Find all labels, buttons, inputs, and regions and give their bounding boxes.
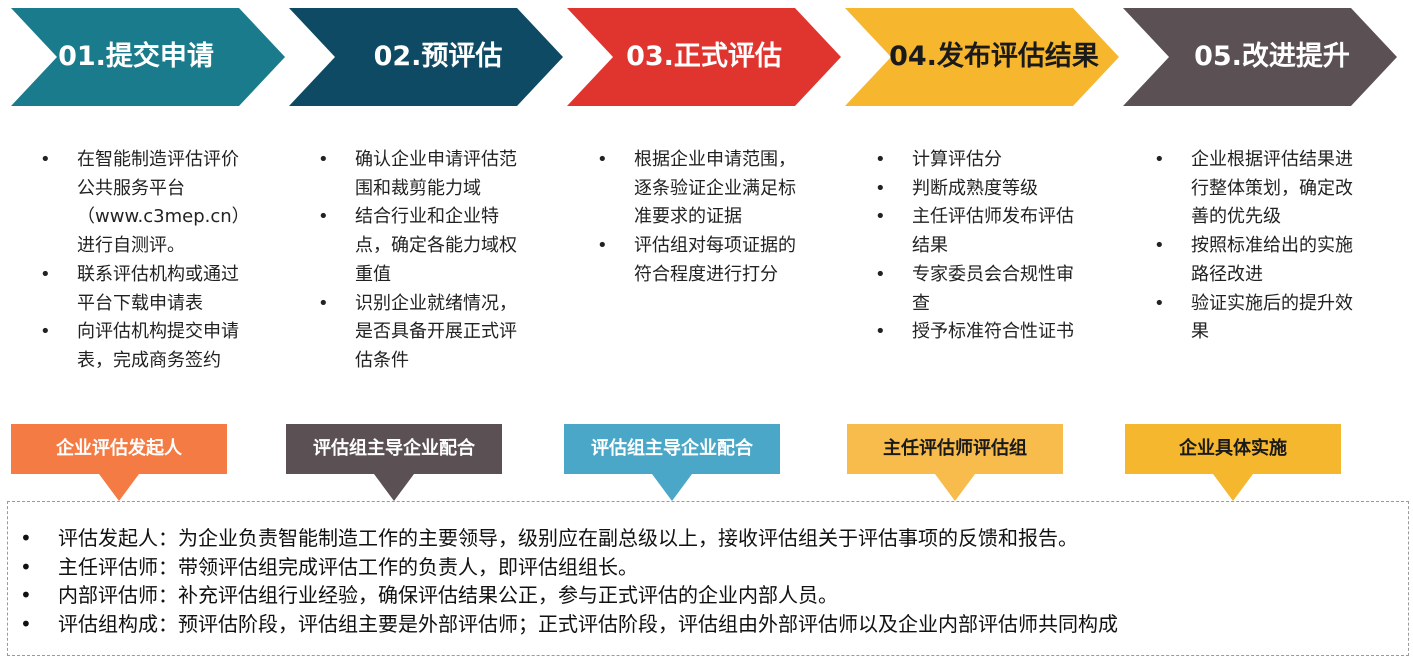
bullet-icon: •	[875, 206, 886, 228]
step-5-details: •企业根据评估结果进行整体策划，确定改善的优先级 •按照标准给出的实施路径改进 …	[1154, 146, 1359, 347]
bullet-icon: •	[875, 321, 886, 343]
list-item: •计算评估分	[875, 146, 1080, 175]
step-3-role-label: 评估组主导企业配合	[564, 424, 780, 474]
arrow-down-icon	[652, 474, 692, 501]
step-1-chevron: 01.提交申请	[11, 8, 285, 106]
bullet-icon: •	[40, 149, 51, 170]
list-item: •验证实施后的提升效果	[1154, 290, 1359, 347]
step-2-chevron: 02.预评估	[289, 8, 563, 106]
step-4-chevron-shape	[845, 8, 1119, 106]
list-item: •内部评估师：补充评估组行业经验，确保评估结果公正，参与正式评估的企业内部人员。	[20, 581, 1398, 610]
arrow-down-icon	[1213, 474, 1253, 501]
bullet-icon: •	[875, 263, 886, 285]
bullet-icon: •	[1154, 235, 1165, 257]
step-4-details: •计算评估分 •判断成熟度等级 •主任评估师发布评估结果 •专家委员会合规性审查…	[875, 146, 1080, 347]
step-4-role: 主任评估师评估组	[847, 424, 1063, 501]
step-3-details: •根据企业申请范围，逐条验证企业满足标准要求的证据 •评估组对每项证据的符合程度…	[597, 146, 802, 290]
arrow-down-icon	[99, 474, 139, 501]
bullet-icon: •	[40, 321, 51, 343]
list-item: •企业根据评估结果进行整体策划，确定改善的优先级	[1154, 146, 1359, 232]
step-1-title: 01.提交申请	[58, 41, 214, 72]
bullet-icon: •	[597, 149, 608, 170]
list-item: •结合行业和企业特点，确定各能力域权重值	[318, 203, 523, 289]
bullet-icon: •	[1154, 149, 1165, 170]
list-item: •评估发起人：为企业负责智能制造工作的主要领导，级别应在副总级以上，接收评估组关…	[20, 524, 1398, 553]
list-item: •联系评估机构或通过平台下载申请表	[40, 261, 245, 318]
list-item: •确认企业申请评估范围和裁剪能力域	[318, 146, 523, 203]
list-item: •评估组对每项证据的符合程度进行打分	[597, 232, 802, 289]
list-item: •专家委员会合规性审查	[875, 261, 1080, 318]
step-2-chevron-shape	[289, 8, 563, 106]
step-5-chevron-shape	[1123, 8, 1397, 106]
step-4-title: 04.发布评估结果	[889, 41, 1099, 72]
arrow-down-icon	[374, 474, 414, 501]
bullet-icon: •	[875, 177, 886, 199]
step-5-role: 企业具体实施	[1125, 424, 1341, 501]
bullet-icon: •	[1154, 292, 1165, 314]
list-item: •授予标准符合性证书	[875, 318, 1080, 347]
step-2-role: 评估组主导企业配合	[286, 424, 502, 501]
bullet-icon: •	[318, 149, 329, 170]
bullet-icon: •	[20, 526, 32, 550]
bullet-icon: •	[20, 554, 32, 579]
bullet-icon: •	[318, 292, 329, 314]
step-3-chevron-shape	[567, 8, 841, 106]
bullet-icon: •	[40, 263, 51, 285]
step-1-role-label: 企业评估发起人	[11, 424, 227, 474]
bullet-icon: •	[875, 149, 886, 170]
bullet-icon: •	[20, 611, 32, 636]
step-3-title: 03.正式评估	[626, 41, 782, 72]
step-4-chevron: 04.发布评估结果	[845, 8, 1119, 106]
step-2-title: 02.预评估	[373, 41, 503, 72]
step-3-role: 评估组主导企业配合	[564, 424, 780, 501]
step-4-role-label: 主任评估师评估组	[847, 424, 1063, 474]
role-definitions-box: •评估发起人：为企业负责智能制造工作的主要领导，级别应在副总级以上，接收评估组关…	[7, 501, 1409, 656]
arrow-down-icon	[935, 474, 975, 501]
list-item: •识别企业就绪情况，是否具备开展正式评估条件	[318, 290, 523, 376]
bullet-icon: •	[20, 583, 32, 607]
list-item: •主任评估师发布评估结果	[875, 203, 1080, 260]
step-1-role: 企业评估发起人	[11, 424, 227, 501]
list-item: •根据企业申请范围，逐条验证企业满足标准要求的证据	[597, 146, 802, 232]
list-item: •判断成熟度等级	[875, 175, 1080, 204]
bullet-icon: •	[318, 206, 329, 228]
step-3-chevron: 03.正式评估	[567, 8, 841, 106]
step-1-chevron-shape	[11, 8, 285, 106]
step-2-role-label: 评估组主导企业配合	[286, 424, 502, 474]
step-5-chevron: 05.改进提升	[1123, 8, 1397, 106]
step-1-details: •在智能制造评估评价公共服务平台（www.c3mep.cn）进行自测评。 •联系…	[40, 146, 245, 376]
bullet-icon: •	[597, 235, 608, 257]
list-item: •主任评估师：带领评估组完成评估工作的负责人，即评估组组长。	[20, 553, 1398, 582]
step-5-title: 05.改进提升	[1194, 41, 1350, 72]
list-item: •按照标准给出的实施路径改进	[1154, 232, 1359, 289]
list-item: •向评估机构提交申请表，完成商务签约	[40, 318, 245, 375]
list-item: •评估组构成：预评估阶段，评估组主要是外部评估师；正式评估阶段，评估组由外部评估…	[20, 610, 1398, 639]
list-item: •在智能制造评估评价公共服务平台（www.c3mep.cn）进行自测评。	[40, 146, 245, 261]
step-5-role-label: 企业具体实施	[1125, 424, 1341, 474]
step-2-details: •确认企业申请评估范围和裁剪能力域 •结合行业和企业特点，确定各能力域权重值 •…	[318, 146, 523, 376]
